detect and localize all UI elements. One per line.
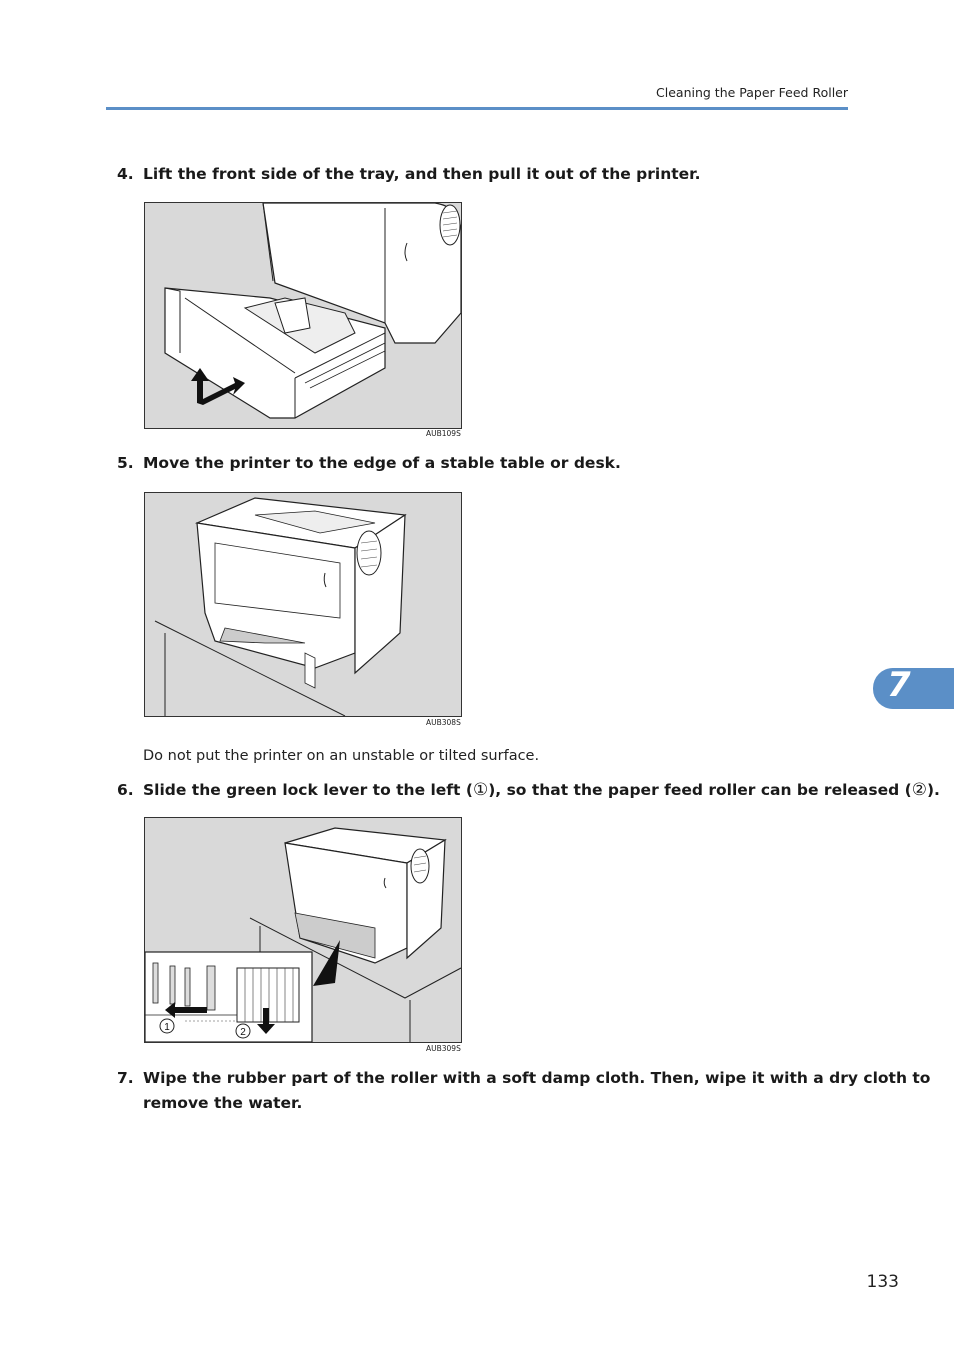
printer-on-desk-illustration xyxy=(154,497,407,716)
step-text-part-b: ), so that the paper feed roller can be … xyxy=(488,781,912,799)
figure-tray-removal xyxy=(144,202,462,429)
step-number: 4. xyxy=(117,165,134,183)
step-4: 4. Lift the front side of the tray, and t… xyxy=(117,165,700,183)
circled-two-marker: ② xyxy=(911,780,927,800)
lock-lever-illustration: 1 2 xyxy=(145,827,461,1042)
figure-code: AUB109S xyxy=(426,429,461,438)
figure-lock-lever: 1 2 xyxy=(144,817,462,1043)
figure-printer-on-desk xyxy=(144,492,462,717)
step-7: 7. Wipe the rubber part of the roller wit… xyxy=(117,1069,930,1087)
step-text: Move the printer to the edge of a stable… xyxy=(143,454,621,472)
page-number: 133 xyxy=(866,1272,899,1292)
figure-code: AUB308S xyxy=(426,718,461,727)
step-6: 6. Slide the green lock lever to the left… xyxy=(117,780,940,800)
step-5: 5. Move the printer to the edge of a stab… xyxy=(117,454,621,472)
callout-2: 2 xyxy=(240,1027,246,1038)
chapter-tab xyxy=(873,668,954,709)
step-text: Lift the front side of the tray, and the… xyxy=(143,165,701,183)
step-number: 6. xyxy=(117,781,134,799)
callout-1: 1 xyxy=(164,1022,170,1033)
header-rule xyxy=(106,107,848,110)
caution-note: Do not put the printer on an unstable or… xyxy=(143,748,540,764)
section-title: Cleaning the Paper Feed Roller xyxy=(656,85,848,100)
step-text-part-c: ). xyxy=(926,781,940,799)
step-text-part-a: Slide the green lock lever to the left ( xyxy=(143,781,473,799)
figure-code: AUB309S xyxy=(426,1044,461,1053)
tray-removal-illustration xyxy=(164,203,461,419)
chapter-number: 7 xyxy=(887,665,911,705)
circled-one-marker: ① xyxy=(472,780,489,800)
step-7-line-2: remove the water. xyxy=(143,1094,303,1112)
step-text-line-1: Wipe the rubber part of the roller with … xyxy=(143,1069,931,1087)
step-number: 7. xyxy=(117,1069,134,1087)
step-number: 5. xyxy=(117,454,134,472)
